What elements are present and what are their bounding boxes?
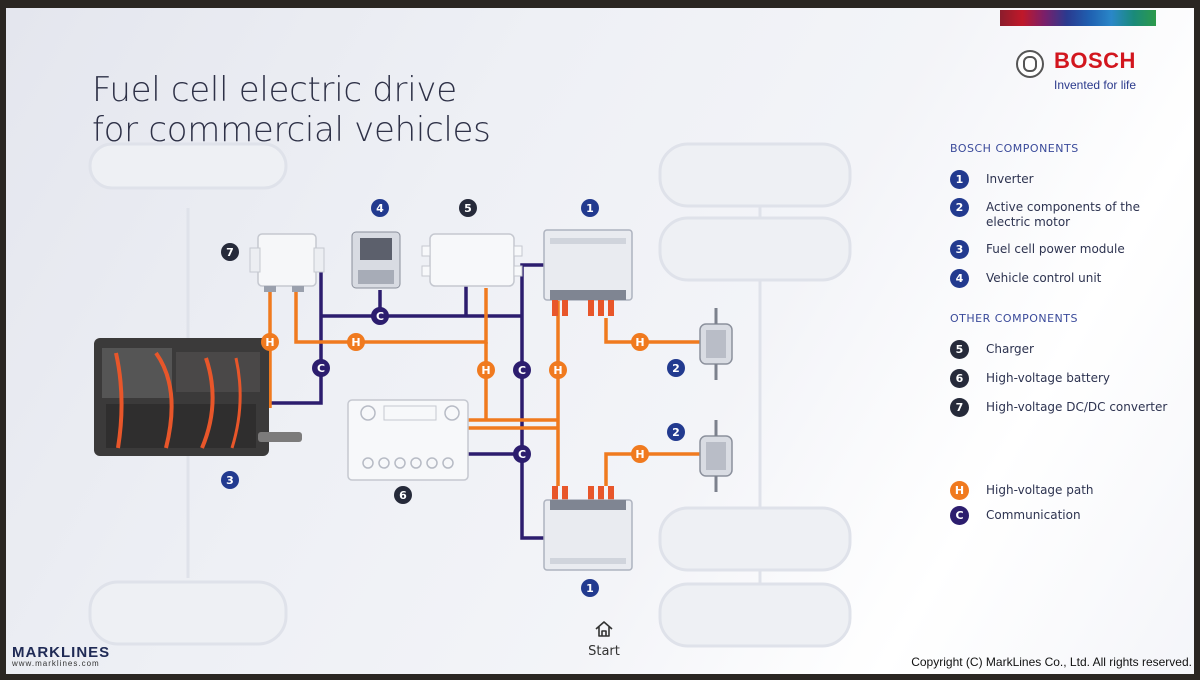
bosch-armature-icon (1016, 50, 1044, 78)
legend-item-charger: 5 Charger (950, 340, 1190, 370)
legend-heading-bosch: BOSCH COMPONENTS (950, 142, 1079, 155)
marklines-watermark: MARKLINES www.marklines.com (12, 644, 152, 668)
watermark-url: www.marklines.com (12, 659, 100, 668)
legend-item-hv-path: H High-voltage path (950, 481, 1190, 511)
legend-badge: 1 (950, 170, 969, 189)
fuel-cell-module (94, 338, 302, 456)
page-title: Fuel cell electric drive for commercial … (92, 70, 692, 150)
legend-label: Charger (986, 342, 1034, 356)
svg-text:7: 7 (226, 246, 234, 259)
svg-text:1: 1 (586, 582, 594, 595)
legend-badge: H (950, 481, 969, 500)
badge-motor-bottom: 2 (667, 423, 685, 441)
hv-marker: H (347, 333, 365, 351)
badge-inverter-top: 1 (581, 199, 599, 217)
presentation-screen: BOSCH Invented for life Fuel cell electr… (6, 8, 1194, 674)
start-button[interactable]: Start (584, 620, 624, 659)
chassis-outline (88, 142, 852, 648)
legend-label: High-voltage DC/DC converter (986, 400, 1168, 414)
badge-battery: 6 (394, 486, 412, 504)
legend-item-battery: 6 High-voltage battery (950, 369, 1190, 399)
badge-control-unit: 4 (371, 199, 389, 217)
badge-charger: 5 (459, 199, 477, 217)
svg-text:6: 6 (399, 489, 407, 502)
svg-text:H: H (351, 336, 360, 349)
comm-marker: C (513, 361, 531, 379)
high-voltage-battery (347, 399, 469, 481)
legend-badge: 7 (950, 398, 969, 417)
legend-item-motor: 2 Active components of the electric moto… (950, 198, 1190, 229)
electric-motor-bottom (699, 420, 733, 492)
svg-text:1: 1 (586, 202, 594, 215)
page-title-line-1: Fuel cell electric drive (92, 70, 457, 110)
legend-label: Communication (986, 508, 1081, 522)
legend-item-inverter: 1 Inverter (950, 170, 1190, 200)
hv-path-markers: H H H H H H (261, 333, 649, 463)
inverter-top (543, 229, 633, 316)
svg-text:5: 5 (464, 202, 472, 215)
component-badges: 7 4 5 1 2 2 3 6 1 (221, 199, 685, 597)
legend-label: Vehicle control unit (986, 271, 1102, 285)
svg-text:H: H (635, 448, 644, 461)
bosch-logo: BOSCH Invented for life (1006, 48, 1156, 100)
watermark-name: MARKLINES (12, 644, 111, 661)
svg-text:3: 3 (226, 474, 234, 487)
brand-color-bar (1000, 10, 1156, 26)
hv-marker: H (631, 445, 649, 463)
legend-item-control-unit: 4 Vehicle control unit (950, 269, 1190, 299)
legend-item-fuel-cell: 3 Fuel cell power module (950, 240, 1190, 270)
hv-marker: H (477, 361, 495, 379)
legend-badge: C (950, 506, 969, 525)
svg-text:H: H (481, 364, 490, 377)
inverter-bottom (543, 486, 633, 571)
legend-badge: 5 (950, 340, 969, 359)
copyright-text: Copyright (C) MarkLines Co., Ltd. All ri… (911, 655, 1192, 669)
legend-label: High-voltage path (986, 483, 1094, 497)
svg-text:4: 4 (376, 202, 384, 215)
svg-text:C: C (518, 448, 526, 461)
legend-badge: 4 (950, 269, 969, 288)
svg-text:C: C (376, 310, 384, 323)
legend-badge: 2 (950, 198, 969, 217)
badge-inverter-bottom: 1 (581, 579, 599, 597)
comm-marker: C (312, 359, 330, 377)
comm-path-markers: C C C C (312, 307, 531, 463)
legend-label: Active components of the electric motor (986, 200, 1140, 229)
brand-name: BOSCH (1054, 48, 1136, 73)
svg-text:2: 2 (672, 362, 680, 375)
dcdc-converter (249, 233, 325, 292)
electric-motor-top (699, 308, 733, 380)
legend-badge: 3 (950, 240, 969, 259)
legend-label: High-voltage battery (986, 371, 1111, 385)
home-icon (595, 621, 613, 637)
hv-marker: H (631, 333, 649, 351)
svg-text:2: 2 (672, 426, 680, 439)
badge-dcdc: 7 (221, 243, 239, 261)
badge-fuel-cell: 3 (221, 471, 239, 489)
svg-text:H: H (265, 336, 274, 349)
comm-marker: C (513, 445, 531, 463)
hv-marker: H (261, 333, 279, 351)
legend-item-dcdc: 7 High-voltage DC/DC converter (950, 398, 1190, 428)
legend-item-communication: C Communication (950, 506, 1190, 536)
legend-heading-other: OTHER COMPONENTS (950, 312, 1078, 325)
hv-marker: H (549, 361, 567, 379)
legend-label: Fuel cell power module (986, 242, 1125, 256)
legend-badge: 6 (950, 369, 969, 388)
drive-diagram: H H H H H H C C C C 7 4 5 1 2 2 3 6 1 (88, 142, 852, 648)
badge-motor-top: 2 (667, 359, 685, 377)
comm-marker: C (371, 307, 389, 325)
svg-text:H: H (635, 336, 644, 349)
start-label: Start (588, 644, 620, 659)
brand-tagline: Invented for life (1054, 78, 1137, 92)
legend-label: Inverter (986, 172, 1034, 186)
svg-text:C: C (317, 362, 325, 375)
svg-text:C: C (518, 364, 526, 377)
svg-text:H: H (553, 364, 562, 377)
vehicle-control-unit (351, 231, 401, 289)
high-voltage-paths (268, 283, 700, 486)
charger (421, 233, 523, 287)
